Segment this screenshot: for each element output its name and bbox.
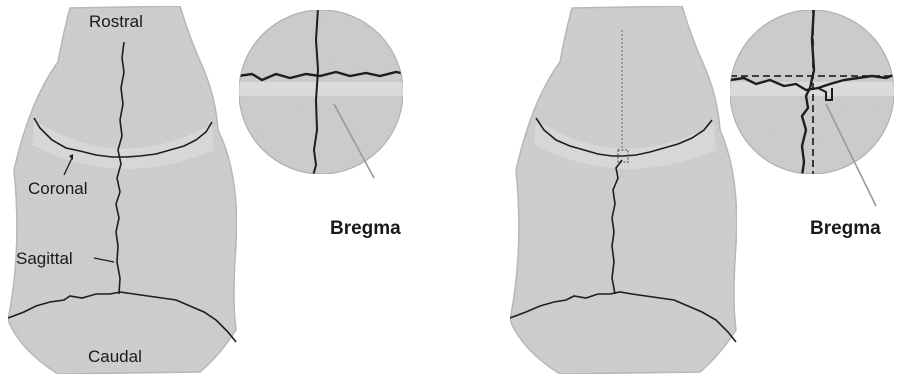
left-bregma-label: Bregma — [330, 218, 401, 239]
label-caudal: Caudal — [88, 347, 142, 366]
label-rostral: Rostral — [89, 12, 143, 31]
right-skull-outline — [510, 6, 737, 374]
label-sagittal: Sagittal — [16, 249, 73, 268]
left-inset-highlight — [236, 82, 408, 96]
label-coronal: Coronal — [28, 179, 88, 198]
left-bregma-inset: Bregma — [236, 8, 408, 239]
left-skull: Rostral Coronal Sagittal Caudal — [8, 6, 237, 374]
right-skull — [510, 6, 737, 374]
right-bregma-inset: Bregma — [728, 6, 898, 239]
right-bregma-label: Bregma — [810, 218, 881, 239]
